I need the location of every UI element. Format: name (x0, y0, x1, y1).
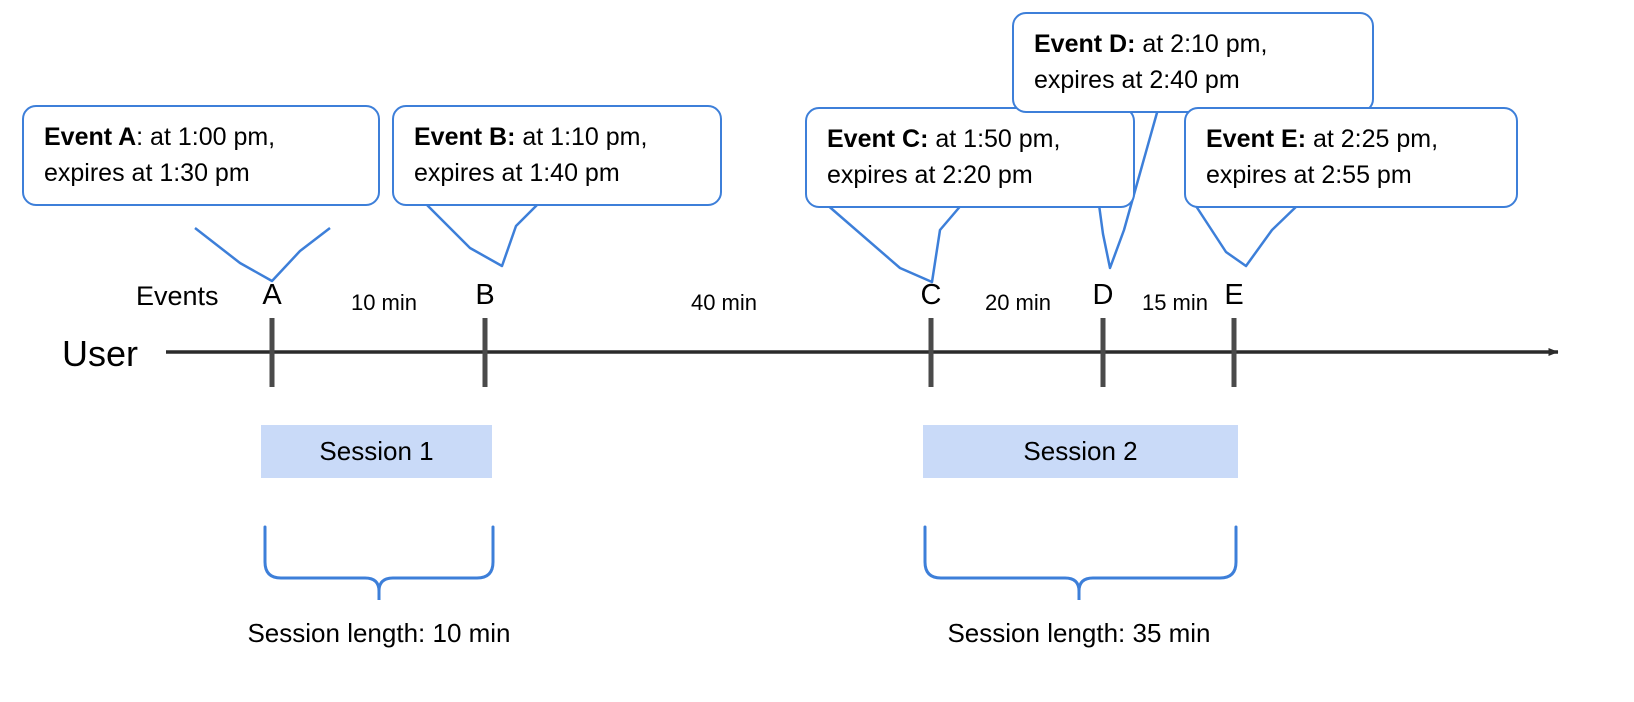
callout-event-b-name: Event B (414, 123, 508, 151)
callout-event-d-line1: at 2:10 pm, (1135, 30, 1268, 58)
callout-event-c-line2: expires at 2:20 pm (827, 160, 1033, 189)
track-label-user: User (62, 333, 139, 374)
session-braces (263, 525, 1238, 600)
callout-event-a-line2: expires at 1:30 pm (44, 158, 250, 187)
callout-event-a-sep: : (136, 123, 144, 151)
tail-b (423, 201, 541, 268)
gap-label-b-c: 40 min (690, 290, 758, 315)
callout-event-d-name: Event D (1034, 30, 1128, 58)
callout-event-d[interactable]: Event D: at 2:10 pm, expires at 2:40 pm (1012, 12, 1374, 113)
session-length-label-2: Session length: 35 min (947, 618, 1211, 648)
callout-event-b-line2: expires at 1:40 pm (414, 158, 620, 187)
callout-event-d-sep: : (1127, 30, 1136, 58)
callout-event-d-line2: expires at 2:40 pm (1034, 65, 1240, 94)
callout-event-c[interactable]: Event C: at 1:50 pm, expires at 2:20 pm (805, 107, 1135, 208)
session-box-2-label: Session 2 (1023, 436, 1138, 466)
marker-label-b: B (475, 279, 495, 311)
callout-event-a-line1: at 1:00 pm, (143, 123, 276, 151)
session-box-1-label: Session 1 (319, 436, 434, 466)
tail-e (1192, 202, 1301, 268)
callout-event-c-line1: at 1:50 pm, (928, 125, 1061, 153)
marker-label-d: D (1092, 279, 1114, 311)
tail-c (824, 202, 964, 284)
callout-event-e-name: Event E (1206, 125, 1298, 153)
gap-label-c-d: 20 min (984, 290, 1052, 315)
marker-label-c: C (920, 279, 942, 311)
tail-a (194, 227, 331, 283)
brace-session-2 (923, 525, 1238, 600)
session-box-2[interactable]: Session 2 (923, 425, 1238, 478)
callout-event-b-line1: at 1:10 pm, (515, 123, 648, 151)
callout-event-e-line1: at 2:25 pm, (1306, 125, 1439, 153)
callout-event-b[interactable]: Event B: at 1:10 pm, expires at 1:40 pm (392, 105, 722, 206)
gap-label-d-e: 15 min (1141, 290, 1209, 315)
brace-session-1 (263, 525, 495, 600)
marker-label-a: A (262, 279, 282, 311)
events-row-label: Events (136, 281, 219, 311)
callout-event-a-name: Event A (44, 123, 137, 151)
callout-event-e-line2: expires at 2:55 pm (1206, 160, 1412, 189)
callout-event-c-sep: : (920, 125, 929, 153)
callout-event-b-sep: : (507, 123, 516, 151)
callout-event-e-sep: : (1297, 125, 1307, 153)
session-length-label-1: Session length: 10 min (247, 618, 511, 648)
gap-label-a-b: 10 min (350, 290, 418, 315)
callout-event-c-name: Event C (827, 125, 921, 153)
session-box-1[interactable]: Session 1 (261, 425, 492, 478)
marker-label-e: E (1224, 279, 1244, 311)
callout-event-a[interactable]: Event A: at 1:00 pm, expires at 1:30 pm (22, 105, 380, 206)
callout-event-e[interactable]: Event E: at 2:25 pm, expires at 2:55 pm (1184, 107, 1518, 208)
